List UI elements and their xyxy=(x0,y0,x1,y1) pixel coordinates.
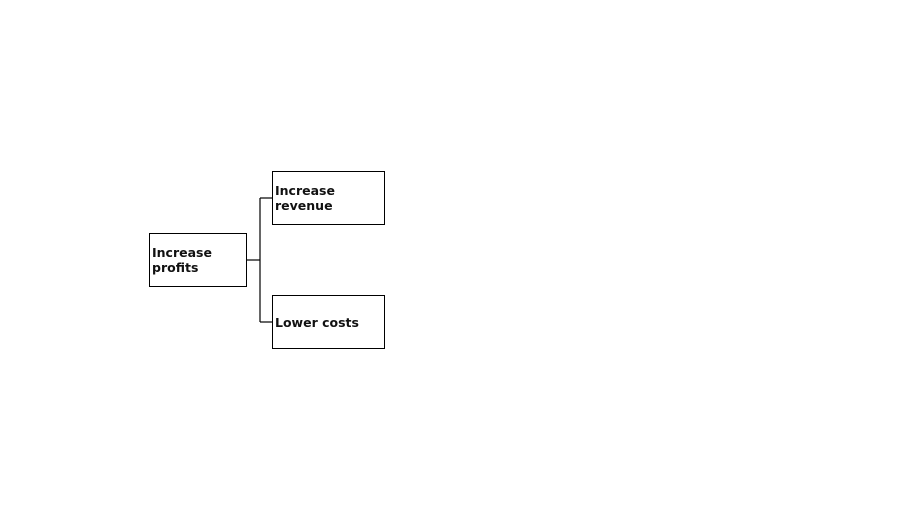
child-node-increase-revenue[interactable]: Increase revenue xyxy=(272,171,385,225)
child-node-label: Lower costs xyxy=(275,314,359,330)
root-node-label: Increase profits xyxy=(152,245,212,275)
root-node[interactable]: Increase profits xyxy=(149,233,247,287)
child-node-lower-costs[interactable]: Lower costs xyxy=(272,295,385,349)
child-node-label: Increase revenue xyxy=(275,183,335,213)
